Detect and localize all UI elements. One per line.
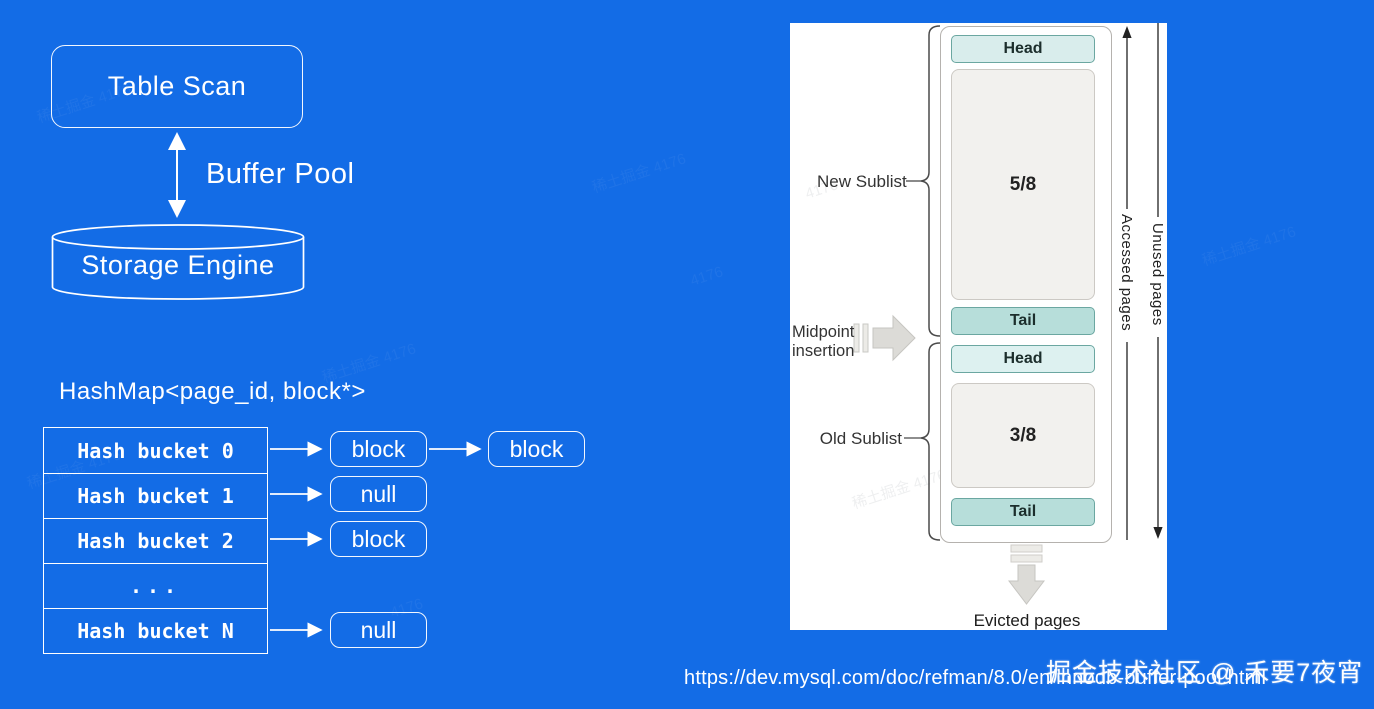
midpoint-label-line2: insertion: [792, 342, 855, 361]
new-sublist-bracket: [920, 25, 941, 337]
storage-engine-label: Storage Engine: [81, 250, 275, 280]
tail-box-old: Tail: [951, 498, 1095, 526]
accessed-pages-label: Accessed pages: [1118, 214, 1135, 332]
head-box-old: Head: [951, 345, 1095, 373]
hash-bucket-row-ellipsis: ...: [44, 563, 267, 608]
storage-engine-cylinder: [51, 224, 305, 302]
block-node: block: [488, 431, 585, 467]
null-node: null: [330, 612, 427, 648]
fraction-box-old: 3/8: [951, 383, 1095, 488]
table-scan-box: Table Scan: [51, 45, 303, 128]
hash-bucket-table: Hash bucket 0 Hash bucket 1 Hash bucket …: [43, 427, 268, 654]
buffer-pool-panel: 4176 稀土掘金 4176 4176: [790, 23, 1167, 630]
midpoint-label-line1: Midpoint: [792, 323, 855, 341]
buffer-pool-label: Buffer Pool: [206, 158, 355, 190]
unused-pages-label: Unused pages: [1149, 223, 1166, 326]
block-node: block: [330, 521, 427, 557]
null-node: null: [330, 476, 427, 512]
lru-figure-graphics: [853, 23, 1163, 605]
midpoint-insertion-label: Midpoint insertion: [792, 323, 854, 362]
faint-watermark: 稀土掘金 4176: [1200, 223, 1299, 270]
hash-bucket-row-0: Hash bucket 0: [77, 438, 234, 463]
community-watermark: 掘金技术社区 @ 禾要7夜宵: [1046, 659, 1364, 687]
up-arrowhead-icon: [1122, 26, 1132, 38]
head-box-new: Head: [951, 35, 1095, 63]
fraction-box-new: 5/8: [951, 69, 1095, 300]
new-sublist-label: New Sublist: [817, 172, 907, 191]
faint-watermark: 4176: [688, 263, 726, 290]
down-arrowhead-icon: [1153, 527, 1163, 539]
faint-watermark: 稀土掘金 4176: [590, 150, 689, 197]
evicted-pages-label: Evicted pages: [973, 611, 1081, 630]
source-url: https://dev.mysql.com/doc/refman/8.0/en/…: [684, 667, 1267, 689]
database-cylinder-icon: [51, 224, 305, 300]
old-sublist-label: Old Sublist: [819, 429, 902, 448]
hash-bucket-row-n: Hash bucket N: [44, 608, 267, 653]
block-node: block: [330, 431, 427, 467]
midpoint-arrow-icon: [853, 314, 916, 362]
tail-box-new: Tail: [951, 307, 1095, 335]
hash-bucket-row-2: Hash bucket 2: [44, 518, 267, 563]
hashmap-title: HashMap<page_id, block*>: [59, 378, 366, 405]
evicted-arrow-icon: [1007, 544, 1046, 605]
old-sublist-bracket: [920, 342, 941, 541]
hash-bucket-row-1: Hash bucket 1: [44, 473, 267, 518]
